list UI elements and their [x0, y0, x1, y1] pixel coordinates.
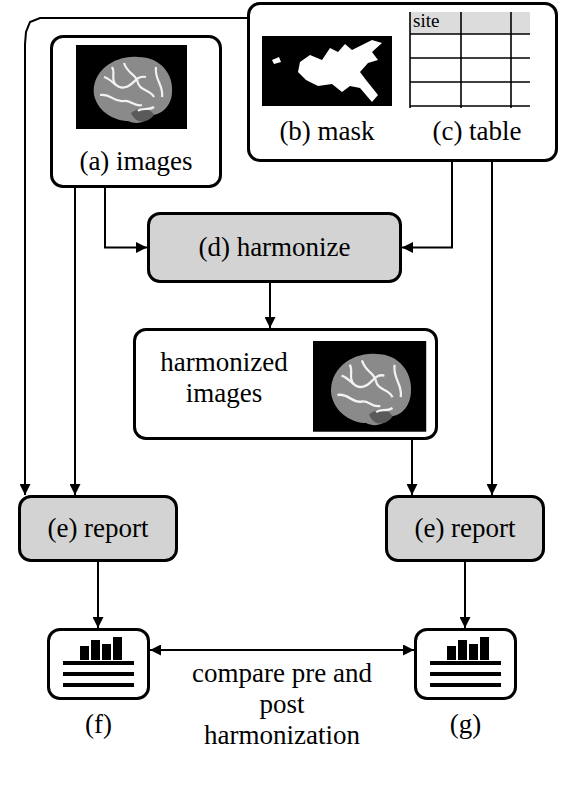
edge-label: compare pre and post harmonization — [187, 658, 377, 751]
node-label: (c) table — [402, 116, 552, 147]
flow-arrow — [491, 162, 493, 495]
flow-arrow — [464, 562, 466, 628]
output-box: harmonized images — [133, 328, 438, 440]
report-box: (f) — [47, 628, 150, 700]
node-label: (e) report — [47, 513, 148, 544]
flow-arrow — [25, 18, 247, 495]
mask-image — [262, 36, 392, 106]
flow-arrow — [402, 162, 452, 248]
flow-arrow — [411, 440, 413, 495]
brain-image — [313, 341, 426, 432]
input-box: (b) mask(c) table — [247, 2, 558, 162]
node-label: (b) mask — [252, 116, 402, 147]
flow-arrow — [97, 562, 99, 628]
process-box: (e) report — [18, 495, 178, 562]
table-grid — [410, 12, 530, 108]
node-label: (g) — [414, 709, 517, 740]
node-label: (e) report — [414, 513, 515, 544]
flow-arrow — [269, 283, 271, 328]
process-box: (e) report — [385, 495, 545, 562]
brain-image — [76, 45, 187, 129]
node-label: (d) harmonize — [198, 232, 350, 263]
flow-arrow — [105, 188, 147, 248]
node-label: (a) images — [53, 146, 219, 177]
report-icon — [430, 637, 501, 687]
node-label: harmonized images — [140, 347, 308, 409]
report-box: (g) — [414, 628, 517, 700]
report-icon — [63, 637, 134, 687]
node-label: (f) — [47, 709, 150, 740]
flow-arrow — [74, 188, 76, 495]
flow-arrow — [150, 649, 414, 651]
table-header: site — [413, 11, 439, 32]
process-box: (d) harmonize — [147, 212, 402, 283]
input-box: (a) images — [50, 35, 222, 188]
